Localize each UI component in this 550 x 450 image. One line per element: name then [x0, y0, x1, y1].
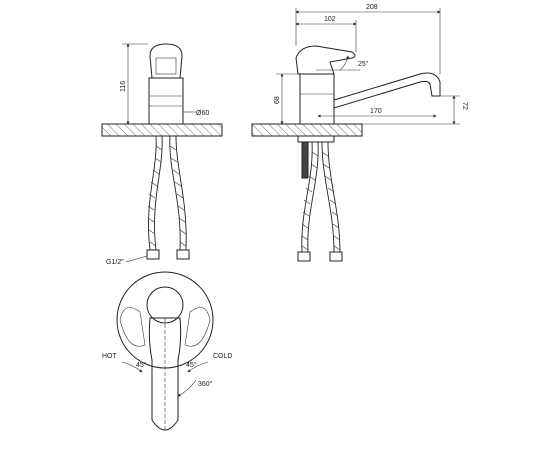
thread-label: G1/2" — [106, 259, 124, 266]
side-spout — [333, 72, 441, 109]
rotation-label: 360° — [198, 380, 213, 388]
side-body — [299, 73, 335, 125]
side-countertop — [251, 123, 363, 137]
top-handle-circle — [146, 286, 184, 324]
front-view: 116 Ø60 G1/2" — [101, 43, 223, 266]
lever-length-label: 102 — [324, 16, 336, 23]
hot-label: HOT — [102, 353, 118, 360]
front-countertop — [101, 123, 223, 137]
height-front-label: 116 — [120, 81, 127, 92]
total-length-label: 208 — [366, 4, 378, 11]
base-height-label: 68 — [274, 96, 281, 104]
cold-label: COLD — [213, 353, 232, 360]
side-view: 208 102 25° 68 170 72 — [251, 4, 468, 262]
lever-angle-label: 25° — [358, 60, 369, 68]
spout-height-label: 72 — [461, 102, 468, 110]
front-handle — [149, 43, 183, 79]
side-hose-right — [321, 141, 341, 253]
hot-angle-label: 45° — [136, 361, 147, 369]
front-body — [148, 77, 184, 125]
diameter-label: Ø60 — [196, 110, 209, 117]
cold-angle-label: 45° — [186, 361, 197, 369]
front-hose-left — [148, 135, 163, 251]
top-view: HOT 45° COLD 45° 360° — [102, 271, 232, 431]
top-lever — [148, 317, 182, 431]
spout-reach-label: 170 — [370, 108, 382, 115]
side-lever — [295, 45, 356, 75]
front-hose-right — [169, 135, 187, 251]
